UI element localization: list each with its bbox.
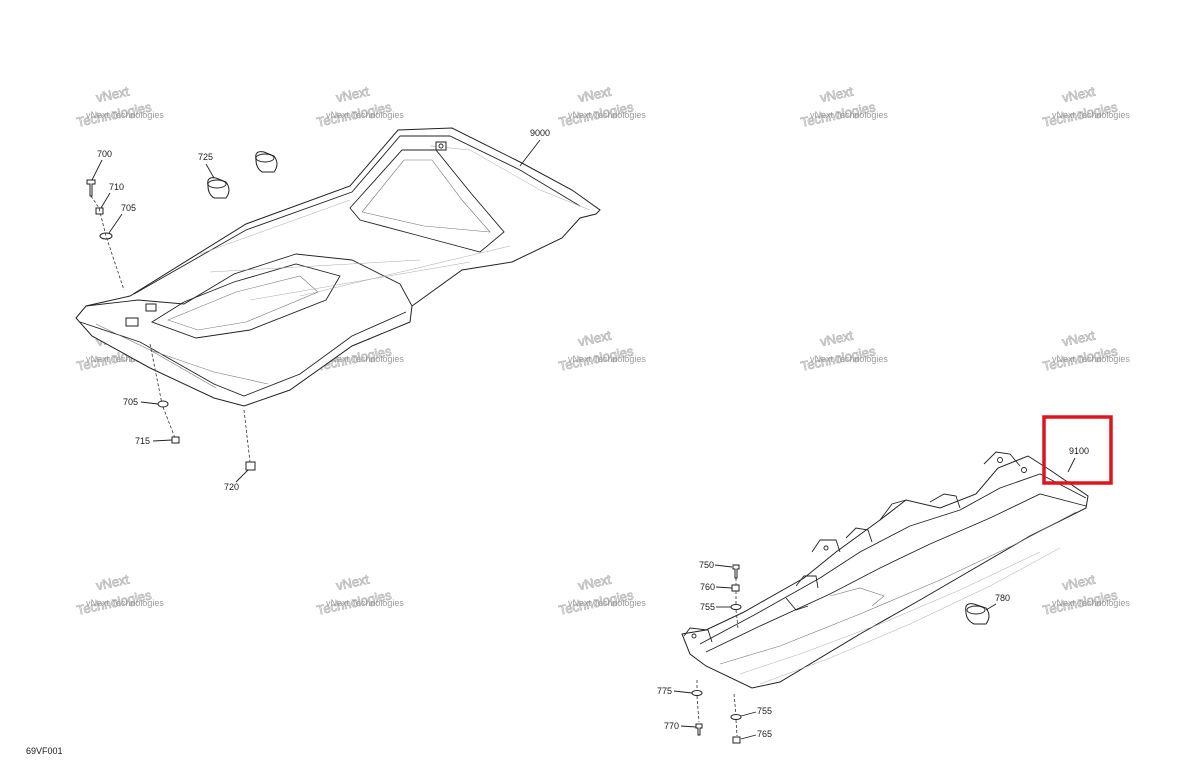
callout-770: 770 [664,721,679,731]
callout-715: 715 [135,436,150,446]
svg-text:vNext: vNext [577,84,613,106]
svg-text:vNext Technologies: vNext Technologies [86,354,164,364]
callout-705-upper: 705 [121,203,136,213]
clamp-725 [255,151,278,173]
svg-text:vNext Technologies: vNext Technologies [326,354,404,364]
clip-720 [245,461,256,471]
svg-text:vNext Technologies: vNext Technologies [810,110,888,120]
svg-text:vNext Technologies: vNext Technologies [1052,598,1130,608]
panel-9000-tab [145,303,157,312]
washer-705-lower [157,400,169,408]
watermark: vNext Technologies vNext Technologies [315,571,404,618]
clamp-725 [207,177,230,199]
callout-765: 765 [757,729,772,739]
svg-text:vNext: vNext [819,84,855,106]
svg-text:vNext: vNext [335,572,371,594]
hardware-9100 [691,564,990,744]
panel-9000 [75,127,601,407]
hardware-9000 [86,151,278,471]
svg-text:vNext Technologies: vNext Technologies [568,354,646,364]
washer-775 [691,690,703,696]
svg-text:vNext: vNext [1061,572,1097,594]
watermark: vNext Technologies vNext Technologies [1041,83,1130,130]
drawing-code: 69VF001 [26,746,63,756]
watermark: vNext Technologies vNext Technologies [557,327,646,374]
panel-9000-tab [435,141,447,151]
watermark: vNext Technologies vNext Technologies [557,83,646,130]
svg-text:vNext Technologies: vNext Technologies [1052,354,1130,364]
screw-700 [86,179,96,197]
callout-710: 710 [109,182,124,192]
panel-9100 [681,451,1089,689]
nut-760 [731,584,740,592]
callout-780: 780 [995,593,1010,603]
callout-750: 750 [699,560,714,570]
svg-text:vNext: vNext [577,572,613,594]
washer-755-upper [730,604,742,610]
svg-text:vNext: vNext [95,572,131,594]
svg-text:vNext Technologies: vNext Technologies [568,110,646,120]
callouts-9000: 9000 725 700 710 705 705 715 720 [91,128,550,492]
svg-text:vNext Technologies: vNext Technologies [810,354,888,364]
callout-755-lower: 755 [757,706,772,716]
svg-text:vNext Technologies: vNext Technologies [326,598,404,608]
washer-755-lower [730,714,742,720]
highlight-box-9100 [1042,415,1113,485]
callouts-9100: 9100 750 760 755 780 775 755 770 765 [657,415,1113,740]
svg-text:vNext Technologies: vNext Technologies [1052,110,1130,120]
panel-9100-outline [681,455,1089,689]
callout-720: 720 [224,482,239,492]
callout-755-upper: 755 [700,602,715,612]
screw-750 [732,564,740,579]
svg-text:vNext: vNext [1061,84,1097,106]
svg-text:vNext: vNext [95,84,131,106]
callout-705-lower: 705 [123,397,138,407]
callout-9000: 9000 [530,128,550,138]
nut-765 [732,736,741,744]
svg-text:vNext Technologies: vNext Technologies [326,110,404,120]
watermark: vNext Technologies vNext Technologies [75,83,164,130]
watermark: vNext Technologies vNext Technologies [799,83,888,130]
watermark: vNext Technologies vNext Technologies [1041,571,1130,618]
svg-text:vNext Technologies: vNext Technologies [568,598,646,608]
svg-text:vNext Technologies: vNext Technologies [86,598,164,608]
svg-text:vNext: vNext [577,328,613,350]
watermark: vNext Technologies vNext Technologies [1041,327,1130,374]
watermark: vNext Technologies vNext Technologies [315,83,404,130]
washer-705-upper [99,232,113,240]
callout-775: 775 [657,686,672,696]
watermark: vNext Technologies vNext Technologies [75,571,164,618]
watermark: vNext Technologies vNext Technologies [557,571,646,618]
callout-725: 725 [198,152,213,162]
watermark: vNext Technologies vNext Technologies [799,327,888,374]
screw-770 [695,723,703,736]
svg-text:vNext Technologies: vNext Technologies [86,110,164,120]
callout-9100: 9100 [1069,446,1089,456]
svg-text:vNext: vNext [1061,328,1097,350]
svg-text:vNext: vNext [335,84,371,106]
callout-700: 700 [97,149,112,159]
nut-715 [171,436,180,444]
svg-text:vNext: vNext [819,328,855,350]
panel-9000-tab [125,317,139,327]
callout-760: 760 [700,582,715,592]
clamp-780 [965,603,990,625]
